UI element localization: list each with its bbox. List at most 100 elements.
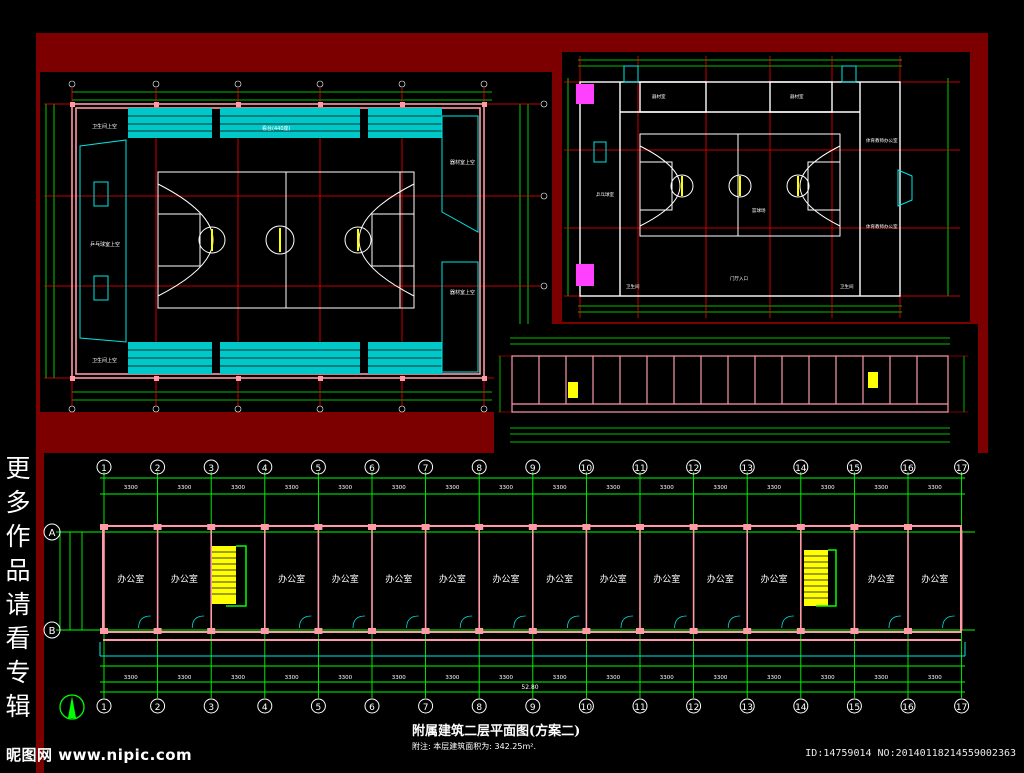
- stair-left: [212, 545, 247, 607]
- column-axis-label: 8: [476, 703, 482, 713]
- column-axis-label: 9: [530, 464, 536, 474]
- dimension-label: 3300: [767, 485, 781, 491]
- column-pier: [260, 524, 269, 530]
- column-pier: [636, 524, 644, 530]
- office-room-label: 办公室: [332, 573, 359, 585]
- column-axis-label: 14: [795, 464, 807, 474]
- gym-floor-plan-left: 卫生间上空 乒乓球室上空 卫生间上空 器材室上空 器材室上空 看台(440座): [40, 72, 552, 413]
- column-axis-label: 12: [688, 464, 699, 474]
- column-axis-label: 1: [101, 464, 107, 474]
- column-pier: [421, 524, 430, 530]
- dimension-label: 3300: [231, 485, 245, 491]
- dimension-label: 3300: [392, 675, 406, 681]
- column-axis-bubble: 5: [310, 698, 326, 714]
- side-caption-char: 品: [5, 556, 31, 585]
- door-swing: [299, 615, 312, 629]
- column-axis-bubble: 16: [900, 459, 916, 475]
- office-room-label: 办公室: [117, 573, 144, 585]
- office-room-label: 办公室: [868, 573, 895, 585]
- svg-text:乒乓球室: 乒乓球室: [596, 191, 614, 198]
- column-pier: [743, 628, 752, 634]
- door-swing: [674, 615, 687, 629]
- svg-text:体育教师办公室: 体育教师办公室: [866, 223, 898, 230]
- stair-right: [804, 549, 837, 607]
- svg-text:A: A: [49, 528, 56, 539]
- north-arrow-icon: [59, 694, 85, 720]
- column-axis-bubble: 10: [578, 698, 594, 714]
- column-pier: [796, 524, 805, 530]
- dimension-label: 3300: [767, 675, 781, 681]
- office-floor-plan-main: 办公室办公室办公室办公室办公室办公室办公室办公室办公室办公室办公室办公室办公室办…: [43, 459, 975, 720]
- column-pier: [475, 628, 484, 634]
- column-axis-label: 4: [262, 703, 268, 713]
- column-pier: [689, 628, 698, 634]
- office-room-label: 办公室: [278, 573, 305, 585]
- dimension-label: 3300: [553, 675, 567, 681]
- column-pier: [743, 524, 752, 530]
- column-pier: [636, 628, 644, 634]
- column-pier: [904, 628, 912, 634]
- svg-text:门厅入口: 门厅入口: [730, 275, 748, 282]
- door-swing: [727, 615, 741, 629]
- column-axis-bubble: 3: [203, 698, 219, 714]
- column-pier: [528, 628, 537, 634]
- column-pier: [314, 628, 323, 634]
- svg-text:卫生间上空: 卫生间上空: [92, 123, 117, 130]
- dimension-label: 3300: [124, 485, 138, 491]
- dimension-label: 3300: [821, 675, 835, 681]
- door-swing: [352, 615, 366, 629]
- column-axis-bubble: 2: [150, 459, 166, 475]
- column-pier: [368, 628, 376, 634]
- column-axis-bubble: 17: [954, 459, 970, 475]
- column-pier: [796, 628, 805, 634]
- column-axis-bubble: 3: [203, 459, 219, 475]
- column-pier: [100, 628, 108, 634]
- column-axis-bubble: 14: [793, 698, 809, 714]
- svg-text:器材室: 器材室: [652, 93, 666, 100]
- office-room-label: 办公室: [653, 573, 680, 585]
- column-axis-label: 3: [208, 464, 214, 474]
- plan-title: 附属建筑二层平面图(方案二): [412, 724, 581, 739]
- svg-text:B: B: [49, 626, 56, 637]
- row-axis-a: A: [43, 523, 61, 541]
- column-axis-label: 6: [369, 703, 375, 713]
- dimension-label: 3300: [713, 675, 727, 681]
- door-swing: [942, 615, 955, 629]
- door-swing: [567, 615, 580, 629]
- side-caption-char: 专: [5, 658, 31, 687]
- column-axis-bubble: 16: [900, 698, 916, 714]
- plan-note: 附注: 本层建筑面积为: 342.25m².: [412, 742, 537, 751]
- column-axis-label: 15: [849, 703, 860, 713]
- door-swing: [781, 615, 794, 629]
- column-axis-bubble: 13: [739, 459, 755, 475]
- office-room-label: 办公室: [385, 573, 412, 585]
- column-axis-bubble: 6: [364, 698, 380, 714]
- dimension-label: 3300: [874, 485, 888, 491]
- dimension-label: 3300: [928, 675, 942, 681]
- column-axis-bubble: 5: [310, 459, 326, 475]
- column-axis-bubble: 8: [471, 698, 487, 714]
- svg-text:体育教师办公室: 体育教师办公室: [866, 137, 898, 144]
- dimension-label: 3300: [821, 485, 835, 491]
- dimension-label: 3300: [606, 675, 620, 681]
- svg-text:卫生间: 卫生间: [840, 283, 854, 290]
- gym-floor-plan-right: 器材室器材室 乒乓球室体育教师办公室 体育教师办公室篮球场 门厅入口卫生间卫生间: [562, 52, 970, 322]
- column-axis-bubble: 7: [418, 459, 434, 475]
- side-caption: 更 多 作 品 请 看 专 辑: [4, 452, 32, 724]
- column-axis-label: 17: [956, 703, 967, 713]
- dimension-label: 3300: [499, 485, 513, 491]
- door-swing: [138, 615, 151, 629]
- office-strip-plan-small: [494, 324, 978, 454]
- column-axis-label: 8: [476, 464, 482, 474]
- dimension-label: 3300: [338, 675, 352, 681]
- column-pier: [904, 524, 912, 530]
- column-axis-bubble: 9: [525, 698, 541, 714]
- column-axis-bubble: 13: [739, 698, 755, 714]
- office-room-label: 办公室: [707, 573, 734, 585]
- total-dimension: 52.80: [521, 684, 538, 691]
- dimension-label: 3300: [231, 675, 245, 681]
- column-axis-label: 10: [581, 464, 593, 474]
- column-axis-bubble: 7: [418, 698, 434, 714]
- dimension-label: 3300: [499, 675, 513, 681]
- side-caption-char: 多: [5, 488, 31, 517]
